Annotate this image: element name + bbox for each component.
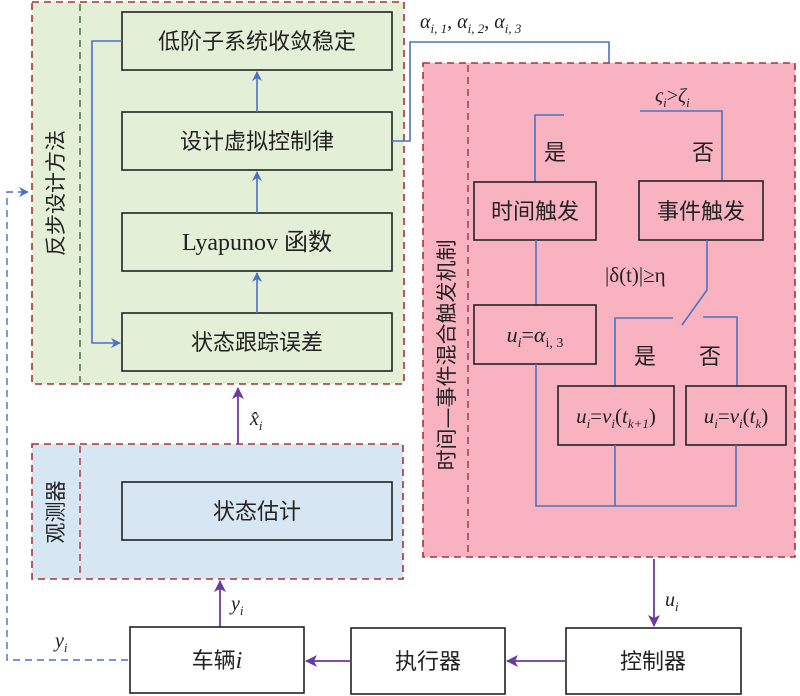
trigger-title: 时间—事件混合触发机制 xyxy=(435,240,459,471)
control-signal-label: ui xyxy=(665,589,679,614)
box-formula-event-no xyxy=(685,385,787,446)
box-tracking-error xyxy=(121,312,393,372)
box-convergence xyxy=(121,11,393,71)
switch1-yes-label: 是 xyxy=(544,141,566,166)
box-vehicle-label: 车辆i xyxy=(192,648,243,674)
switch2-no-label: 否 xyxy=(699,345,721,370)
feedback-label: yi xyxy=(53,630,68,655)
feedback-dashed-line xyxy=(6,187,128,661)
condition1-label: ςi>ζi xyxy=(655,85,690,110)
loop-convergence-to-error xyxy=(91,40,122,348)
box-event-trigger xyxy=(638,180,764,241)
observer-panel: 观测器 状态估计 xyxy=(31,443,404,580)
merge-line xyxy=(535,364,737,507)
box-controller-label: 控制器 xyxy=(620,650,686,675)
box-vehicle xyxy=(129,626,305,694)
box-virtual-law-label: 设计虚拟控制律 xyxy=(180,130,334,155)
observer-title: 观测器 xyxy=(44,481,68,544)
backstep-panel: 反步设计方法 低阶子系统收敛稳定 设计虚拟控制律 Lyapunov 函数 状态跟… xyxy=(31,1,405,385)
xhat-label: x̂i xyxy=(249,408,263,433)
box-time-trigger xyxy=(473,181,597,241)
box-formula-event-yes xyxy=(557,385,675,446)
box-actuator xyxy=(350,627,506,695)
formula-event-yes-label: ui=vi(tk+1) xyxy=(576,404,656,431)
box-actuator-label: 执行器 xyxy=(395,650,461,675)
box-virtual-law xyxy=(121,111,393,171)
box-formula-time xyxy=(473,304,597,365)
switch2-no-line xyxy=(703,316,738,386)
alpha-outputs-label: αi, 1, αi, 2, αi, 3 xyxy=(420,11,522,36)
box-state-estimate xyxy=(121,481,393,541)
condition2-label: |δ(t)|≥η xyxy=(605,263,666,287)
box-state-estimate-label: 状态估计 xyxy=(213,500,301,525)
formula-time-label: ui=αi, 3 xyxy=(507,322,564,351)
switch2-yes-line xyxy=(614,317,673,386)
box-lyapunov-label: Lyapunov 函数 xyxy=(182,229,332,256)
switch1-no-label: 否 xyxy=(692,141,714,166)
formula-event-no-label: ui=vi(tk) xyxy=(704,404,769,431)
switch1-yes-line xyxy=(534,114,564,182)
trigger-panel: 时间—事件混合触发机制 ςi>ζi 是 否 时间触发 事件触发 ui=αi, 3… xyxy=(422,62,796,558)
box-convergence-label: 低阶子系统收敛稳定 xyxy=(158,30,356,55)
switch1-no-line xyxy=(640,110,723,180)
vehicle-output-label: yi xyxy=(229,593,244,618)
switch2-yes-label: 是 xyxy=(634,345,656,370)
backstep-title: 反步设计方法 xyxy=(44,130,68,256)
box-lyapunov xyxy=(121,212,393,272)
box-controller xyxy=(565,627,742,695)
box-event-trigger-label: 事件触发 xyxy=(657,200,745,225)
box-time-trigger-label: 时间触发 xyxy=(491,200,579,225)
switch2-arm xyxy=(681,240,708,326)
box-tracking-error-label: 状态跟踪误差 xyxy=(191,331,323,356)
